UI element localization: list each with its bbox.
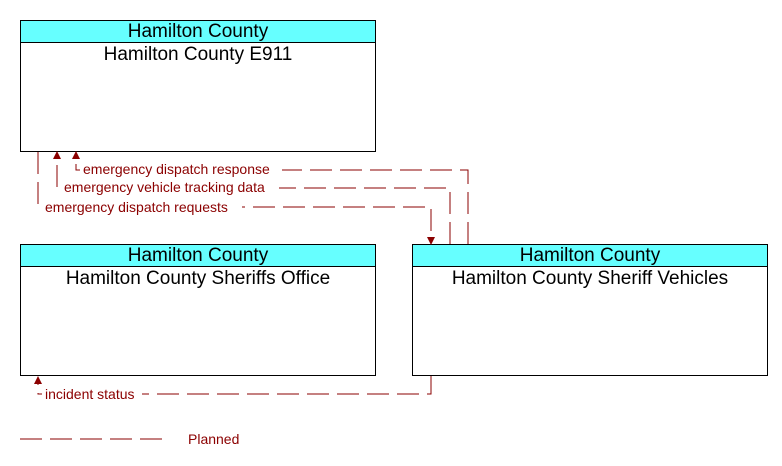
arrowhead-incident-status <box>34 376 42 384</box>
node-hamilton-county-sheriff-vehicles[interactable]: Hamilton County Hamilton County Sheriff … <box>412 244 768 376</box>
arrowhead-vehicle-tracking <box>53 151 61 159</box>
node-title: Hamilton County Sheriff Vehicles <box>451 268 729 289</box>
arrowhead-dispatch-response <box>72 151 80 159</box>
node-title: Hamilton County E911 <box>103 44 293 65</box>
flow-label-emergency-dispatch-response: emergency dispatch response <box>83 161 270 177</box>
flow-label-incident-status: incident status <box>45 386 135 402</box>
node-owner-header: Hamilton County <box>413 245 767 267</box>
node-hamilton-county-e911[interactable]: Hamilton County Hamilton County E911 <box>20 20 376 152</box>
node-owner-header: Hamilton County <box>21 21 375 43</box>
flow-label-emergency-dispatch-requests: emergency dispatch requests <box>45 199 228 215</box>
arrowhead-dispatch-requests <box>427 237 435 245</box>
flow-line-incident-status[interactable] <box>37 376 432 395</box>
legend-planned-label: Planned <box>188 431 239 447</box>
node-title: Hamilton County Sheriffs Office <box>65 268 331 289</box>
flow-label-emergency-vehicle-tracking-data: emergency vehicle tracking data <box>64 179 265 195</box>
node-hamilton-county-sheriffs-office[interactable]: Hamilton County Hamilton County Sheriffs… <box>20 244 376 376</box>
node-owner-header: Hamilton County <box>21 245 375 267</box>
